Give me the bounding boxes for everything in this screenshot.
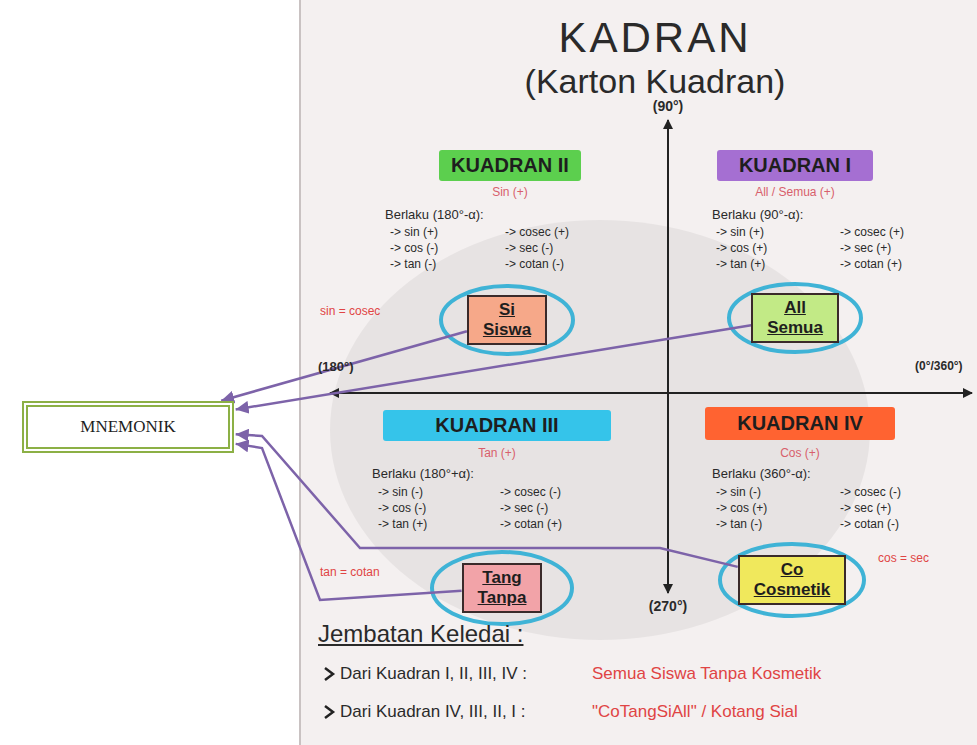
rule-item: -> tan (-) bbox=[716, 518, 762, 532]
mnemonic-order: Dari Kuadran I, II, III, IV : bbox=[340, 664, 527, 684]
rule-item: -> cos (-) bbox=[378, 502, 426, 516]
subtitle: (Karton Kuadran) bbox=[525, 62, 786, 101]
rule-item: -> cos (+) bbox=[716, 242, 767, 256]
node-text: KUADRAN I bbox=[739, 154, 851, 177]
highlight-circle bbox=[441, 286, 573, 354]
rule-item: -> sec (-) bbox=[500, 502, 548, 516]
rule-text: Berlaku (180°+α): bbox=[372, 467, 474, 482]
axis-label: (0°/360°) bbox=[915, 360, 963, 374]
rule-text: Berlaku (180°-α): bbox=[385, 208, 484, 223]
rule-item: -> tan (+) bbox=[716, 258, 765, 272]
section-heading: Jembatan Keledai : bbox=[318, 620, 523, 648]
rule-item: -> sec (+) bbox=[840, 242, 891, 256]
highlight-circle bbox=[432, 552, 572, 624]
mnemonic-text: All Semua bbox=[767, 298, 823, 337]
mnemonic-arrow bbox=[221, 331, 467, 400]
rule-item: -> cotan (+) bbox=[500, 518, 562, 532]
sign-note: Tan (+) bbox=[478, 447, 516, 461]
paper-edge bbox=[299, 0, 301, 745]
mnemonic-phrase: "CoTangSiAll" / Kotang Sial bbox=[592, 702, 798, 722]
rule-item: -> cotan (+) bbox=[840, 258, 902, 272]
node-text: KUADRAN III bbox=[435, 414, 558, 437]
bullet-chevron bbox=[325, 668, 333, 680]
rule-item: -> cosec (+) bbox=[505, 226, 569, 240]
quadrant-heading: KUADRAN III bbox=[383, 410, 610, 441]
axis-label: (180°) bbox=[318, 360, 354, 375]
poster-title: KADRAN bbox=[558, 14, 751, 62]
mnemonic-box: Si Siswa bbox=[467, 295, 547, 344]
vertical-axis bbox=[667, 120, 669, 593]
mnemonic-text: Si Siswa bbox=[483, 300, 531, 339]
rule-item: -> cos (+) bbox=[716, 502, 767, 516]
poster-paper bbox=[300, 0, 977, 745]
side-note: cos = sec bbox=[878, 552, 929, 566]
sign-note: All / Semua (+) bbox=[755, 186, 835, 200]
rule-item: -> tan (+) bbox=[378, 518, 427, 532]
axis-label: (90°) bbox=[653, 98, 684, 114]
side-note: tan = cotan bbox=[320, 566, 380, 580]
rule-item: -> sin (-) bbox=[716, 486, 761, 500]
rule-item: -> sin (+) bbox=[716, 226, 764, 240]
rule-text: Berlaku (90°-α): bbox=[712, 208, 803, 223]
sign-note: Cos (+) bbox=[780, 447, 820, 461]
mnemonic-label-box: MNEMONIK bbox=[22, 401, 233, 453]
mnemonic-box: All Semua bbox=[751, 293, 839, 342]
mnemonic-box: Tang Tanpa bbox=[462, 563, 543, 612]
rule-item: -> cos (-) bbox=[390, 242, 438, 256]
rule-text: Berlaku (360°-α): bbox=[712, 467, 811, 482]
mnemonic-phrase: Semua Siswa Tanpa Kosmetik bbox=[592, 664, 821, 684]
mnemonic-text: Co Cosmetik bbox=[754, 560, 831, 599]
rule-item: -> cosec (-) bbox=[840, 486, 901, 500]
bullet-chevron bbox=[325, 706, 333, 718]
horizontal-axis bbox=[330, 392, 972, 394]
highlight-circle bbox=[729, 284, 861, 352]
quadrant-heading: KUADRAN IV bbox=[705, 407, 895, 440]
rule-item: -> tan (-) bbox=[390, 258, 436, 272]
photo-shadow bbox=[330, 220, 870, 640]
rule-item: -> cosec (+) bbox=[840, 226, 904, 240]
highlight-circle bbox=[720, 544, 864, 616]
rule-item: -> sec (-) bbox=[505, 242, 553, 256]
node-text: KUADRAN II bbox=[451, 154, 569, 177]
quadrant-heading: KUADRAN I bbox=[717, 150, 873, 181]
node-text: KUADRAN IV bbox=[737, 412, 863, 435]
quadrant-heading: KUADRAN II bbox=[439, 150, 581, 181]
node-text: MNEMONIK bbox=[80, 417, 175, 437]
side-note: sin = cosec bbox=[320, 305, 380, 319]
axis-label: (270°) bbox=[649, 598, 687, 614]
rule-item: -> cotan (-) bbox=[505, 258, 564, 272]
rule-item: -> sin (-) bbox=[378, 486, 423, 500]
mnemonic-text: Tang Tanpa bbox=[478, 568, 527, 607]
rule-item: -> sec (+) bbox=[840, 502, 891, 516]
mnemonic-order: Dari Kuadran IV, III, II, I : bbox=[340, 702, 526, 722]
sign-note: Sin (+) bbox=[492, 186, 528, 200]
rule-item: -> cotan (-) bbox=[840, 518, 899, 532]
rule-item: -> sin (+) bbox=[390, 226, 438, 240]
mnemonic-box: Co Cosmetik bbox=[738, 555, 847, 604]
rule-item: -> cosec (-) bbox=[500, 486, 561, 500]
mnemonic-arrow bbox=[236, 434, 738, 567]
